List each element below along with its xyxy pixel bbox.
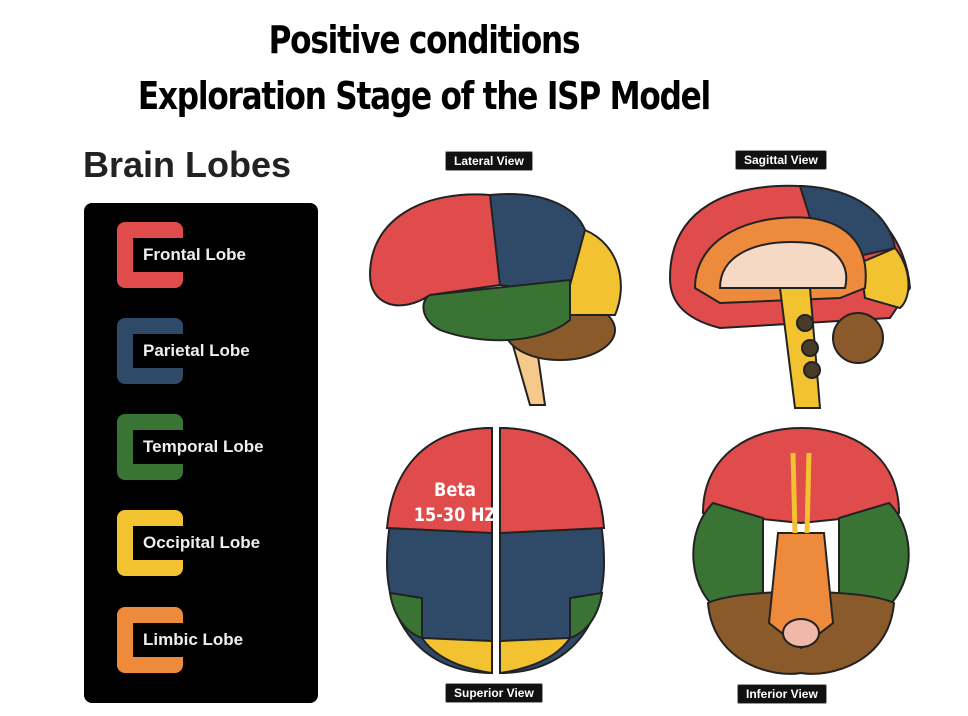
parietal-swatch	[117, 318, 193, 384]
occipital-swatch	[117, 510, 193, 576]
legend-heading: Brain Lobes	[83, 144, 292, 185]
legend-item-frontal: Frontal Lobe	[117, 222, 317, 288]
annotation-line1: Beta	[434, 479, 476, 501]
sagittal-view-label: Sagittal View	[735, 150, 827, 170]
beta-frequency-annotation: Beta 15-30 HZ	[413, 478, 498, 528]
temporal-swatch	[117, 414, 193, 480]
legend-item-occipital: Occipital Lobe	[117, 510, 317, 576]
legend-item-temporal: Temporal Lobe	[117, 414, 317, 480]
inferior-view-label: Inferior View	[737, 684, 827, 704]
annotation-line2: 15-30 HZ	[413, 504, 497, 526]
legend-label: Occipital Lobe	[143, 533, 261, 552]
legend-item-parietal: Parietal Lobe	[117, 318, 317, 384]
legend-label: Parietal Lobe	[143, 341, 250, 360]
frontal-swatch	[117, 222, 193, 288]
sagittal-brain-illustration	[668, 184, 912, 409]
superior-view-label: Superior View	[445, 683, 543, 703]
superior-brain-illustration	[385, 426, 606, 675]
inferior-brain-illustration	[692, 426, 910, 675]
lateral-view-label: Lateral View	[445, 151, 533, 171]
slide-title-line1: Positive conditions	[268, 18, 581, 62]
legend-item-limbic: Limbic Lobe	[117, 607, 317, 673]
limbic-swatch	[117, 607, 193, 673]
slide-title-line2: Exploration Stage of the ISP Model	[137, 74, 711, 118]
legend-label: Temporal Lobe	[143, 437, 264, 456]
legend-label: Frontal Lobe	[143, 245, 246, 264]
legend-label: Limbic Lobe	[143, 630, 244, 649]
lateral-brain-illustration	[368, 193, 622, 406]
lobe-legend: Frontal Lobe Parietal Lobe Temporal Lobe…	[84, 203, 318, 703]
